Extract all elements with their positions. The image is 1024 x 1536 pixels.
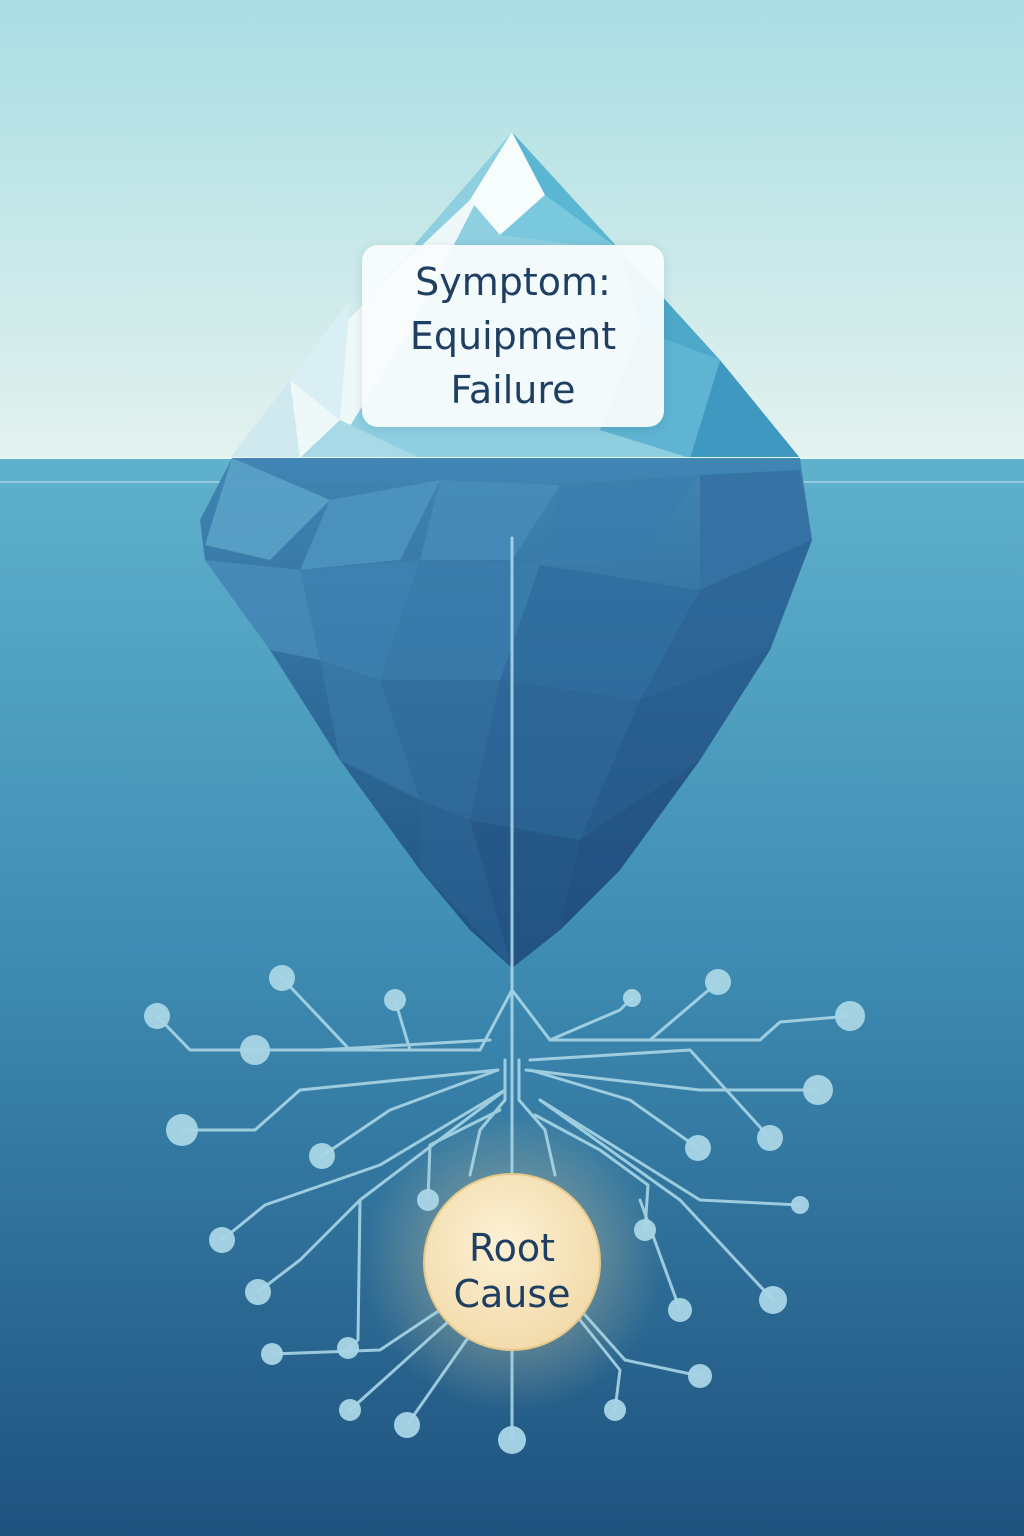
root-node <box>688 1364 712 1388</box>
root-network <box>155 536 852 1442</box>
root-node <box>791 1196 809 1214</box>
root-nodes <box>144 965 865 1454</box>
symptom-line-1: Symptom: <box>415 260 611 304</box>
root-node <box>668 1298 692 1322</box>
symptom-label-box: Symptom: Equipment Failure <box>362 245 664 427</box>
root-node <box>339 1399 361 1421</box>
root-node <box>240 1035 270 1065</box>
root-node <box>417 1189 439 1211</box>
root-node <box>757 1125 783 1151</box>
root-node <box>705 969 731 995</box>
root-node <box>835 1001 865 1031</box>
root-node <box>144 1003 170 1029</box>
root-node <box>166 1114 198 1146</box>
root-node <box>261 1343 283 1365</box>
symptom-line-3: Failure <box>450 368 576 412</box>
symptom-line-2: Equipment <box>409 314 617 358</box>
root-cause-label: Root Cause <box>424 1196 600 1346</box>
root-node <box>394 1412 420 1438</box>
root-node <box>604 1399 626 1421</box>
center-line-right <box>517 1058 557 1177</box>
root-node <box>309 1143 335 1169</box>
root-node <box>634 1219 656 1241</box>
root-node <box>269 965 295 991</box>
root-node <box>623 989 641 1007</box>
root-node <box>245 1279 271 1305</box>
root-node <box>337 1337 359 1359</box>
root-cause-line-1: Root <box>468 1226 556 1270</box>
root-node <box>685 1135 711 1161</box>
root-cause-node <box>423 1173 601 1351</box>
root-cause-line-2: Cause <box>453 1272 571 1316</box>
root-node <box>759 1286 787 1314</box>
root-node <box>384 989 406 1011</box>
iceberg-underwater <box>200 458 812 968</box>
root-node <box>498 1426 526 1454</box>
root-node <box>803 1075 833 1105</box>
root-node <box>209 1227 235 1253</box>
